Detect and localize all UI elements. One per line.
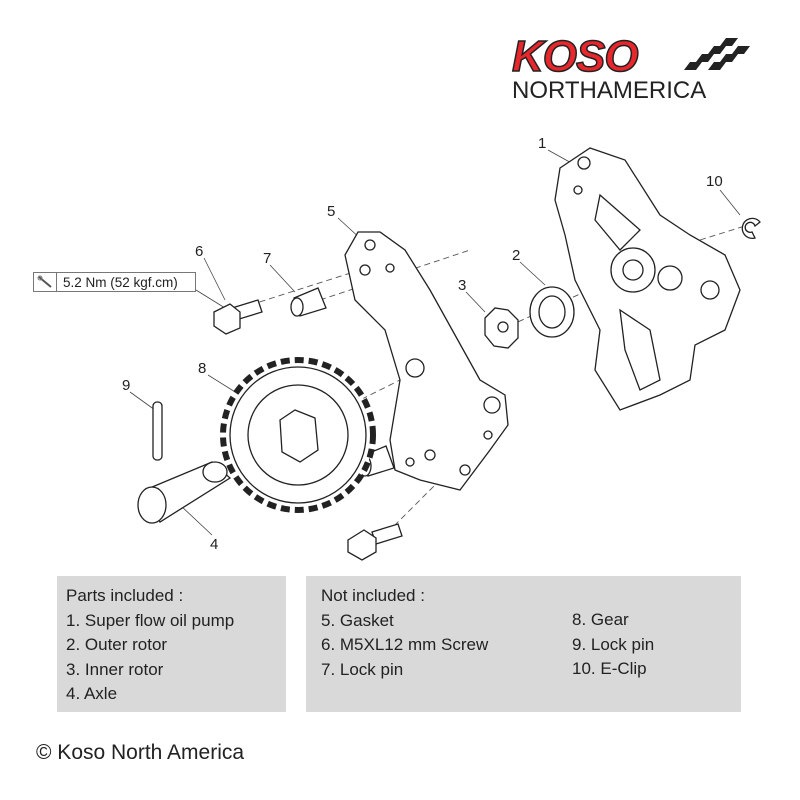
callout-3: 3: [458, 277, 466, 294]
callout-4: 4: [210, 536, 218, 553]
not-included-column-2: 8. Gear 9. Lock pin 10. E-Clip: [572, 608, 654, 682]
callout-7: 7: [263, 250, 271, 267]
list-item: 7. Lock pin: [321, 659, 404, 679]
list-item: 3. Inner rotor: [66, 659, 164, 679]
wrench-icon: [34, 273, 57, 291]
logo-subtitle: NORTHAMERICA: [512, 77, 707, 104]
parts-included-panel: Parts included : 1. Super flow oil pump …: [57, 576, 286, 712]
part-2-outer-rotor: [529, 286, 575, 338]
list-item: 5. Gasket: [321, 610, 394, 630]
part-10-e-clip: [741, 217, 761, 240]
list-item: 8. Gear: [572, 610, 629, 629]
callout-1: 1: [538, 135, 546, 152]
part-5-gasket: [344, 231, 509, 491]
copyright-notice: © Koso North America: [36, 741, 245, 764]
list-item: 10. E-Clip: [572, 659, 647, 678]
torque-spec-label: 5.2 Nm (52 kgf.cm): [33, 272, 196, 292]
list-item: 4. Axle: [66, 684, 118, 703]
callout-10: 10: [706, 173, 723, 190]
list-item: 1. Super flow oil pump: [66, 610, 235, 630]
part-4-axle: [137, 461, 232, 524]
callout-8: 8: [198, 360, 206, 377]
part-1-oil-pump: [554, 147, 741, 411]
callout-2: 2: [512, 247, 520, 264]
checkered-flag-icon: [684, 38, 750, 70]
exploded-parts-diagram: 1 2 3 4 5 6 7 8 9 10: [122, 135, 761, 561]
callout-6: 6: [195, 243, 203, 260]
not-included-title: Not included :: [321, 586, 425, 605]
logo-brand: KOSO: [511, 32, 639, 81]
part-9-lock-pin: [152, 401, 163, 461]
callout-9: 9: [122, 377, 130, 394]
list-item: 2. Outer rotor: [66, 635, 168, 654]
part-8-gear: [220, 357, 376, 513]
torque-value: 5.2 Nm (52 kgf.cm): [63, 275, 178, 290]
callout-5: 5: [327, 203, 335, 220]
koso-logo: KOSO NORTHAMERICA: [508, 32, 753, 104]
parts-included-title: Parts included :: [66, 586, 184, 605]
part-6-screw: [213, 299, 403, 561]
callout-labels: 1 2 3 4 5 6 7 8 9 10: [122, 135, 723, 553]
list-item: 9. Lock pin: [572, 634, 655, 654]
part-3-inner-rotor: [484, 307, 519, 349]
not-included-panel: Not included : 5. Gasket 6. M5XL12 mm Sc…: [306, 576, 741, 712]
list-item: 6. M5XL12 mm Screw: [321, 635, 489, 654]
